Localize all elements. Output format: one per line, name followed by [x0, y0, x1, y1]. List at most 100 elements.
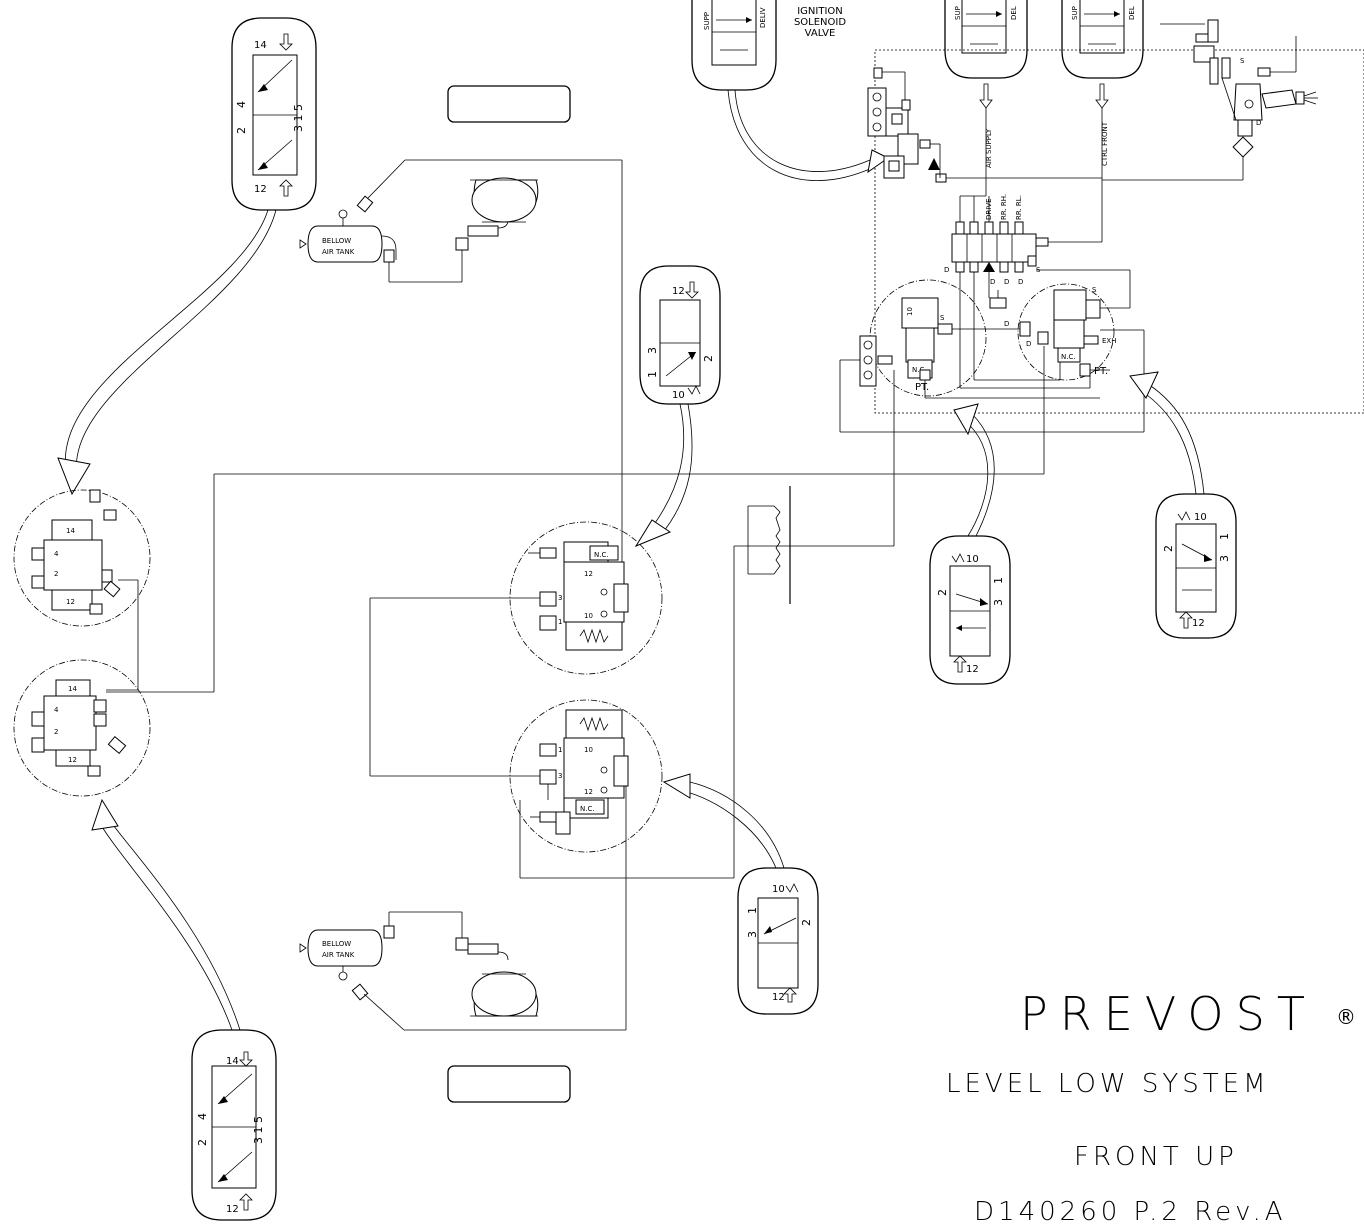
delivery-label: DELIV: [759, 7, 767, 28]
relay-valve-cluster: S D: [1102, 19, 1318, 181]
pilot-right-s: S: [1092, 286, 1097, 294]
cb-port-10: 10: [584, 746, 593, 754]
lb-port-14: 14: [68, 685, 77, 693]
cb-port-1: 1: [558, 746, 562, 754]
title-line-1: LEVEL LOW SYSTEM: [946, 1069, 1270, 1099]
manifold-block: DRIVE RR. RH. RR. RL. D D D D S D: [944, 185, 1103, 328]
valve-symbol-right-2: 10 12 2 3 1: [1155, 493, 1237, 639]
center-valve-top: N.C. 12 10 3 1: [509, 521, 663, 675]
ct-port-12: 12: [584, 570, 593, 578]
manifold-rr-rl: RR. RL.: [1015, 195, 1023, 220]
bottom-valve-port-2: 2: [196, 1139, 209, 1146]
valve-symbol-right-1: 10 12 2 3 1: [929, 535, 1011, 685]
center-sym-port-3: 3: [646, 347, 659, 354]
valve-circle-left-top: 14 12 4 2: [13, 489, 151, 627]
bellow-tank-top-2: AIR TANK: [322, 248, 355, 256]
solenoid-block: [867, 67, 1102, 183]
bottom-valve-port-315: 3 1 5: [252, 1116, 265, 1144]
ignition-valve-symbol: SUPP DELIV: [691, 0, 777, 91]
bottom-valve-port-12: 12: [226, 1204, 239, 1215]
pilot-right-d: D: [1026, 340, 1031, 348]
r2-port-1: 1: [1218, 533, 1231, 540]
bottom-valve-port-14: 14: [226, 1056, 239, 1067]
manifold-d-2: D: [990, 278, 995, 286]
bsym-port-10: 10: [772, 884, 785, 895]
r1-port-1: 1: [992, 577, 1005, 584]
manifold-d-5: D: [1004, 320, 1009, 328]
lt-port-12: 12: [66, 598, 75, 606]
r1-port-10: 10: [966, 554, 979, 565]
pilot-valve-right: N.C. S D EXH PT.: [1017, 283, 1116, 381]
top-valve-port-315: 3 1 5: [292, 104, 305, 132]
r2-port-2: 2: [1162, 545, 1175, 552]
pt-label-2: PT.: [1094, 366, 1108, 377]
valve-symbol-3-2-bottom: 10 12 3 1 2: [737, 867, 819, 1015]
title-line-2: FRONT UP: [1074, 1142, 1238, 1172]
valve-symbol-3-2-center: 12 10 3 1 2: [639, 265, 721, 405]
r2-port-12: 12: [1192, 618, 1205, 629]
r2-port-3: 3: [1218, 555, 1231, 562]
brand-name: PREVOST: [1020, 987, 1317, 1041]
center-sym-port-12: 12: [672, 286, 685, 297]
pilot-valve-left: N.C. 10 S PT.: [869, 279, 1020, 397]
bellow-tank-bottom: BELLOW AIR TANK: [299, 911, 509, 1031]
lb-port-2: 2: [54, 728, 58, 736]
ctrl-front-arrow: CTRL FRONT: [1095, 83, 1109, 185]
manifold-d-1: D: [944, 266, 949, 274]
air-bag-bottom: [470, 971, 539, 1017]
left-fitting-strip: [840, 335, 893, 387]
valve-circle-left-bottom: 14 12 4 2: [13, 659, 151, 797]
nc-label-center-2: N.C.: [580, 805, 595, 813]
lt-port-14: 14: [66, 527, 75, 535]
brand-mark: ®: [1336, 1005, 1356, 1029]
r1-port-3: 3: [992, 599, 1005, 606]
lb-port-12: 12: [68, 756, 77, 764]
valve-symbol-5-2-bottom: 14 12 4 2 3 1 5: [191, 1029, 277, 1221]
bellow-tank-top-1: BELLOW: [322, 237, 351, 245]
center-sym-port-1: 1: [646, 371, 659, 378]
bottom-valve-port-4: 4: [196, 1113, 209, 1120]
bellow-tank-top: BELLOW AIR TANK: [299, 159, 623, 584]
bsym-port-12: 12: [772, 992, 785, 1003]
lt-port-2: 2: [54, 570, 58, 578]
supply-label-2: SUP: [954, 6, 962, 20]
lb-port-4: 4: [54, 706, 59, 714]
air-bag-top: [470, 177, 539, 223]
lt-port-4: 4: [54, 550, 59, 558]
air-supply-arrow: AIR SUPPLY: [979, 83, 993, 185]
nc-label-right-1: N.C.: [912, 366, 927, 374]
ctrl-front-label: CTRL FRONT: [1101, 121, 1109, 166]
nc-label-center-1: N.C.: [594, 551, 609, 559]
cb-port-3: 3: [558, 772, 562, 780]
supply-valve-symbol-1: SUP DEL: [944, 0, 1028, 79]
manifold-d-3: D: [1004, 278, 1009, 286]
top-valve-port-2: 2: [235, 127, 248, 134]
delivery-label-2: DEL: [1010, 6, 1018, 20]
cb-port-12: 12: [584, 788, 593, 796]
tire-bottom: [447, 1065, 571, 1103]
nc-label-right-2: N.C.: [1061, 353, 1076, 361]
top-valve-port-14: 14: [254, 40, 267, 51]
drawing-number: D140260 P.2 Rev.A: [974, 1197, 1287, 1227]
supply-valve-symbol-2: SUP DEL: [1061, 0, 1144, 79]
r1-port-12: 12: [966, 664, 979, 675]
center-valve-bottom: 10 12 N.C. 1 3: [509, 699, 663, 853]
r2-port-10: 10: [1194, 512, 1207, 523]
top-valve-port-12: 12: [254, 184, 267, 195]
center-sym-port-2: 2: [702, 355, 715, 362]
supply-label-3: SUP: [1071, 6, 1079, 20]
ignition-label-line2: SOLENOID: [794, 17, 846, 28]
bsym-port-3: 3: [746, 931, 759, 938]
r1-port-2: 2: [936, 589, 949, 596]
ignition-label-line1: IGNITION: [797, 6, 843, 17]
bellow-tank-bottom-1: BELLOW: [322, 940, 351, 948]
manifold-d-4: D: [1018, 278, 1023, 286]
ct-port-1: 1: [558, 618, 562, 626]
bsym-port-1: 1: [746, 907, 759, 914]
chassis-bracket: [747, 486, 791, 604]
delivery-label-3: DEL: [1128, 6, 1136, 20]
manifold-rr-rh: RR. RH.: [1000, 194, 1008, 220]
supply-label: SUPP: [703, 12, 711, 30]
